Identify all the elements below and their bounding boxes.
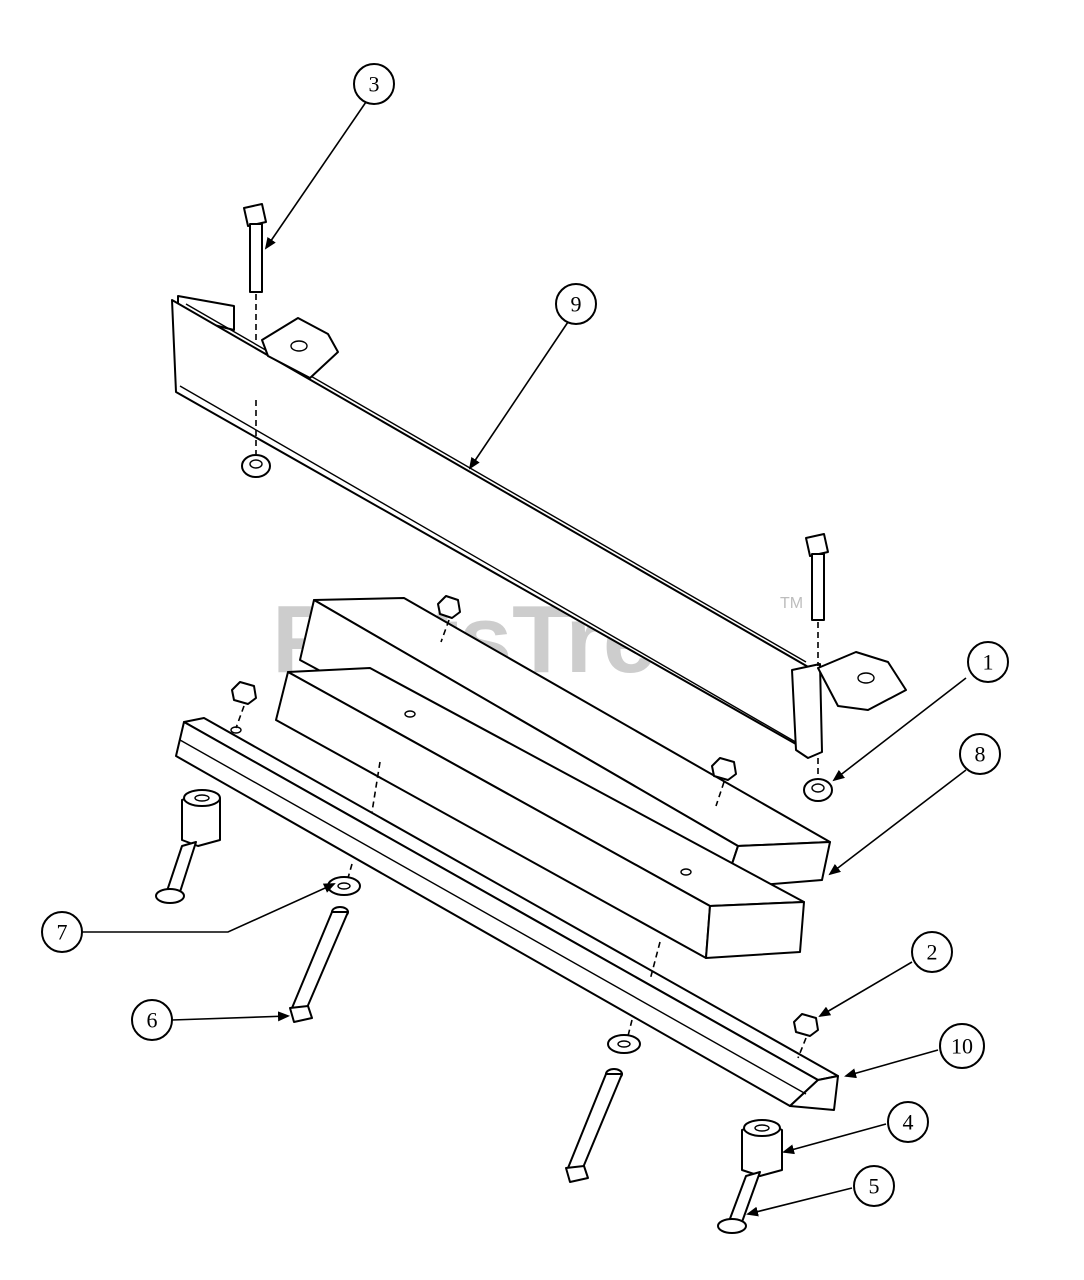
- carriage-bolt-left: [155, 841, 197, 904]
- hex-nut-channel-left: [230, 681, 257, 734]
- spacer-left: [181, 789, 221, 847]
- hex-nut-part-2: [793, 1013, 819, 1059]
- washer-part-7: [327, 863, 361, 896]
- callout-2: 2: [911, 931, 953, 973]
- leader-9: [468, 321, 569, 470]
- callout-9-label: 9: [571, 292, 582, 317]
- leader-8: [828, 769, 967, 876]
- leader-6: [171, 1011, 290, 1022]
- callout-6: 6: [131, 999, 173, 1041]
- channel-part-10: [175, 717, 839, 1111]
- callout-3: 3: [353, 63, 395, 105]
- callout-10-label: 10: [951, 1034, 973, 1059]
- bolt-part-3: [243, 203, 267, 340]
- leader-7: [82, 883, 336, 933]
- callout-8-label: 8: [975, 742, 986, 767]
- flange-nut-part-1: [803, 758, 833, 802]
- bolt-part-6: [289, 906, 349, 1023]
- bolt-right-upper: [805, 533, 829, 666]
- flange-nut-left: [241, 400, 271, 478]
- alignment-line-2: [649, 941, 661, 981]
- callout-7: 7: [41, 911, 83, 953]
- callout-7-label: 7: [57, 920, 68, 945]
- leader-5: [746, 1187, 853, 1217]
- leader-3: [264, 101, 367, 250]
- callout-2-label: 2: [927, 940, 938, 965]
- callout-1-label: 1: [983, 650, 994, 675]
- watermark-trademark: TM: [780, 595, 803, 612]
- callout-1: 1: [967, 641, 1009, 683]
- callout-4-label: 4: [903, 1110, 914, 1135]
- washer-lower: [607, 1019, 641, 1054]
- callout-6-label: 6: [147, 1008, 158, 1033]
- callout-8: 8: [959, 733, 1001, 775]
- alignment-line-1: [371, 761, 381, 813]
- leader-1: [832, 677, 967, 782]
- callout-9: 9: [555, 283, 597, 325]
- bolt-lower-long: [565, 1068, 623, 1183]
- hex-nut-top-right: [711, 757, 737, 807]
- leader-2: [818, 961, 913, 1018]
- callout-5-label: 5: [869, 1174, 880, 1199]
- callout-4: 4: [887, 1101, 929, 1143]
- callout-3-label: 3: [369, 72, 380, 97]
- bracket-bar-part-9: [171, 295, 907, 759]
- hex-nut-top-left: [437, 595, 461, 643]
- spacer-part-4: [741, 1119, 783, 1177]
- callout-5: 5: [853, 1165, 895, 1207]
- leader-4: [782, 1123, 887, 1155]
- leader-10: [844, 1049, 939, 1079]
- weight-block-lower: [275, 667, 805, 959]
- carriage-bolt-part-5: [717, 1171, 761, 1234]
- callout-10: 10: [939, 1023, 985, 1069]
